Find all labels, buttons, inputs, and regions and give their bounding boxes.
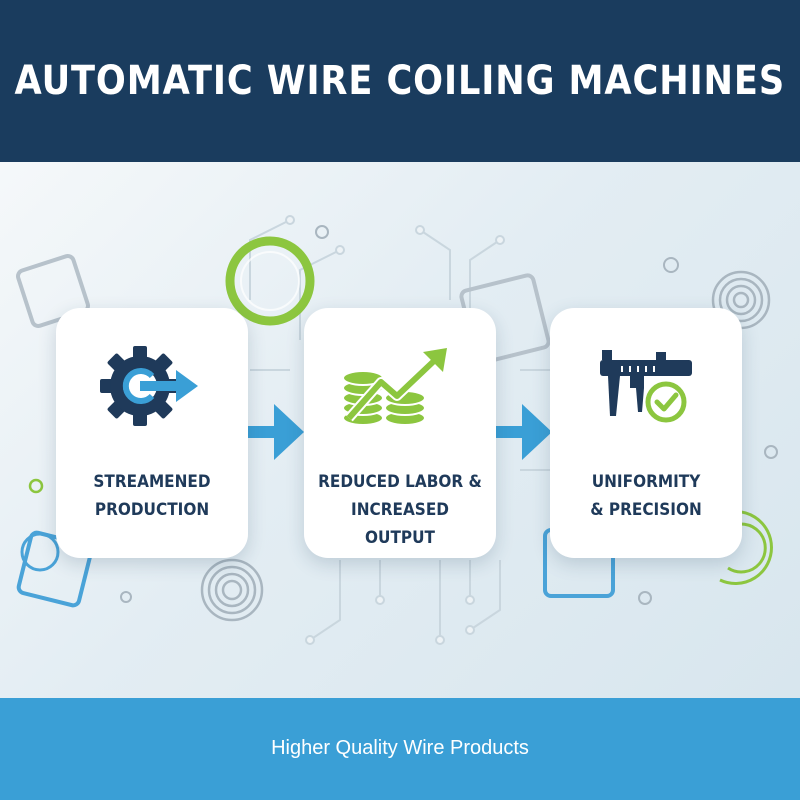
- flow-arrow-2: [494, 404, 552, 460]
- coins-growth-icon: [304, 346, 496, 426]
- footer-banner: Higher Quality Wire Products: [0, 698, 800, 800]
- step-card-reduced-labor: REDUCED LABOR & INCREASED OUTPUT: [304, 308, 496, 558]
- title-banner: AUTOMATIC WIRE COILING MACHINES: [0, 0, 800, 162]
- step-label: STREAMENED PRODUCTION: [93, 472, 211, 520]
- caliper-check-icon: [550, 346, 742, 426]
- flow-arrow-1: [246, 404, 304, 460]
- page-title: AUTOMATIC WIRE COILING MACHINES: [14, 58, 786, 104]
- step-label: UNIFORMITY & PRECISION: [590, 472, 702, 520]
- step-card-streamlined-production: STREAMENED PRODUCTION: [56, 308, 248, 558]
- decorative-circuit-background: [16, 215, 778, 645]
- gear-arrow-icon: [56, 346, 248, 426]
- footer-text: Higher Quality Wire Products: [271, 736, 529, 759]
- step-card-uniformity-precision: UNIFORMITY & PRECISION: [550, 308, 742, 558]
- step-label: REDUCED LABOR & INCREASED OUTPUT: [318, 472, 482, 548]
